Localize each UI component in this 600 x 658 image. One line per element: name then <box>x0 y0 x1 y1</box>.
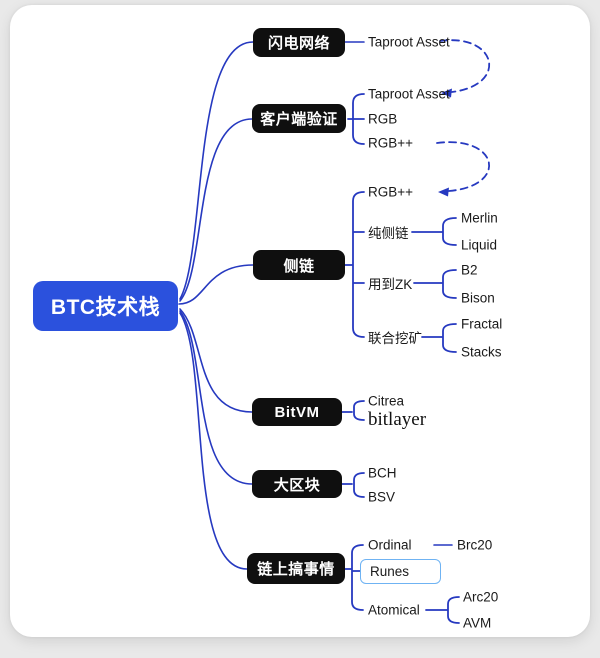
leaf-uses-zk[interactable]: 用到ZK <box>368 277 413 292</box>
bracket-sidechain <box>344 191 365 338</box>
leaf-atomical[interactable]: Atomical <box>368 602 420 618</box>
leaf-taproot-asset-1[interactable]: Taproot Asset <box>368 34 450 50</box>
crosslink-rgbpp <box>436 141 490 192</box>
leaf-b2[interactable]: B2 <box>461 262 478 278</box>
leaf-fractal[interactable]: Fractal <box>461 316 503 332</box>
wire-root-bigblock <box>179 310 253 485</box>
wire-root-lightning <box>179 41 254 300</box>
leaf-runes-selected[interactable]: Runes <box>360 559 441 584</box>
bracket-pure-sidechain <box>411 217 457 246</box>
topic-big-block[interactable]: 大区块 <box>252 470 342 498</box>
crosslink-rgbpp-arrowhead <box>438 187 449 197</box>
bracket-bitvm <box>341 400 365 421</box>
leaf-merlin[interactable]: Merlin <box>461 210 498 226</box>
crosslink-taproot-arrowhead <box>441 88 452 98</box>
bracket-atomical <box>425 596 460 624</box>
crosslink-taproot <box>439 39 491 93</box>
leaf-rgbpp-1[interactable]: RGB++ <box>368 135 414 151</box>
leaf-rgbpp-2[interactable]: RGB++ <box>368 184 414 200</box>
leaf-bison[interactable]: Bison <box>461 290 495 306</box>
root-node-btc-stack[interactable]: BTC技术栈 <box>33 281 178 331</box>
leaf-avm[interactable]: AVM <box>463 615 492 631</box>
topic-sidechain[interactable]: 侧链 <box>253 250 345 280</box>
topic-client-validation[interactable]: 客户端验证 <box>252 104 346 133</box>
leaf-brc20[interactable]: Brc20 <box>457 537 493 553</box>
wire-root-client <box>179 118 253 302</box>
leaf-merged-mining[interactable]: 联合挖矿 <box>368 331 422 346</box>
bracket-zk <box>413 269 457 299</box>
leaf-bsv[interactable]: BSV <box>368 489 396 505</box>
wire-root-bitvm <box>179 308 253 413</box>
leaf-pure-sidechain[interactable]: 纯侧链 <box>368 226 409 241</box>
topic-lightning-network[interactable]: 闪电网络 <box>253 28 345 57</box>
topic-onchain-activity[interactable]: 链上搞事情 <box>247 553 345 584</box>
bracket-onchain <box>344 544 364 611</box>
bracket-bigblock <box>341 472 365 498</box>
bracket-client <box>347 93 365 145</box>
topic-bitvm[interactable]: BitVM <box>252 398 342 426</box>
wire-root-sidechain <box>178 264 254 305</box>
leaf-arc20[interactable]: Arc20 <box>463 589 499 605</box>
wire-root-onchain <box>179 312 248 570</box>
leaf-ordinal[interactable]: Ordinal <box>368 537 412 553</box>
leaf-bch[interactable]: BCH <box>368 465 397 481</box>
bracket-merged-mining <box>421 323 457 353</box>
leaf-bitlayer[interactable]: bitlayer <box>368 409 427 430</box>
leaf-citrea[interactable]: Citrea <box>368 393 405 409</box>
leaf-stacks[interactable]: Stacks <box>461 344 502 360</box>
leaf-taproot-asset-2[interactable]: Taproot Asset <box>368 86 450 102</box>
leaf-rgb[interactable]: RGB <box>368 111 398 127</box>
leaf-liquid[interactable]: Liquid <box>461 237 498 253</box>
